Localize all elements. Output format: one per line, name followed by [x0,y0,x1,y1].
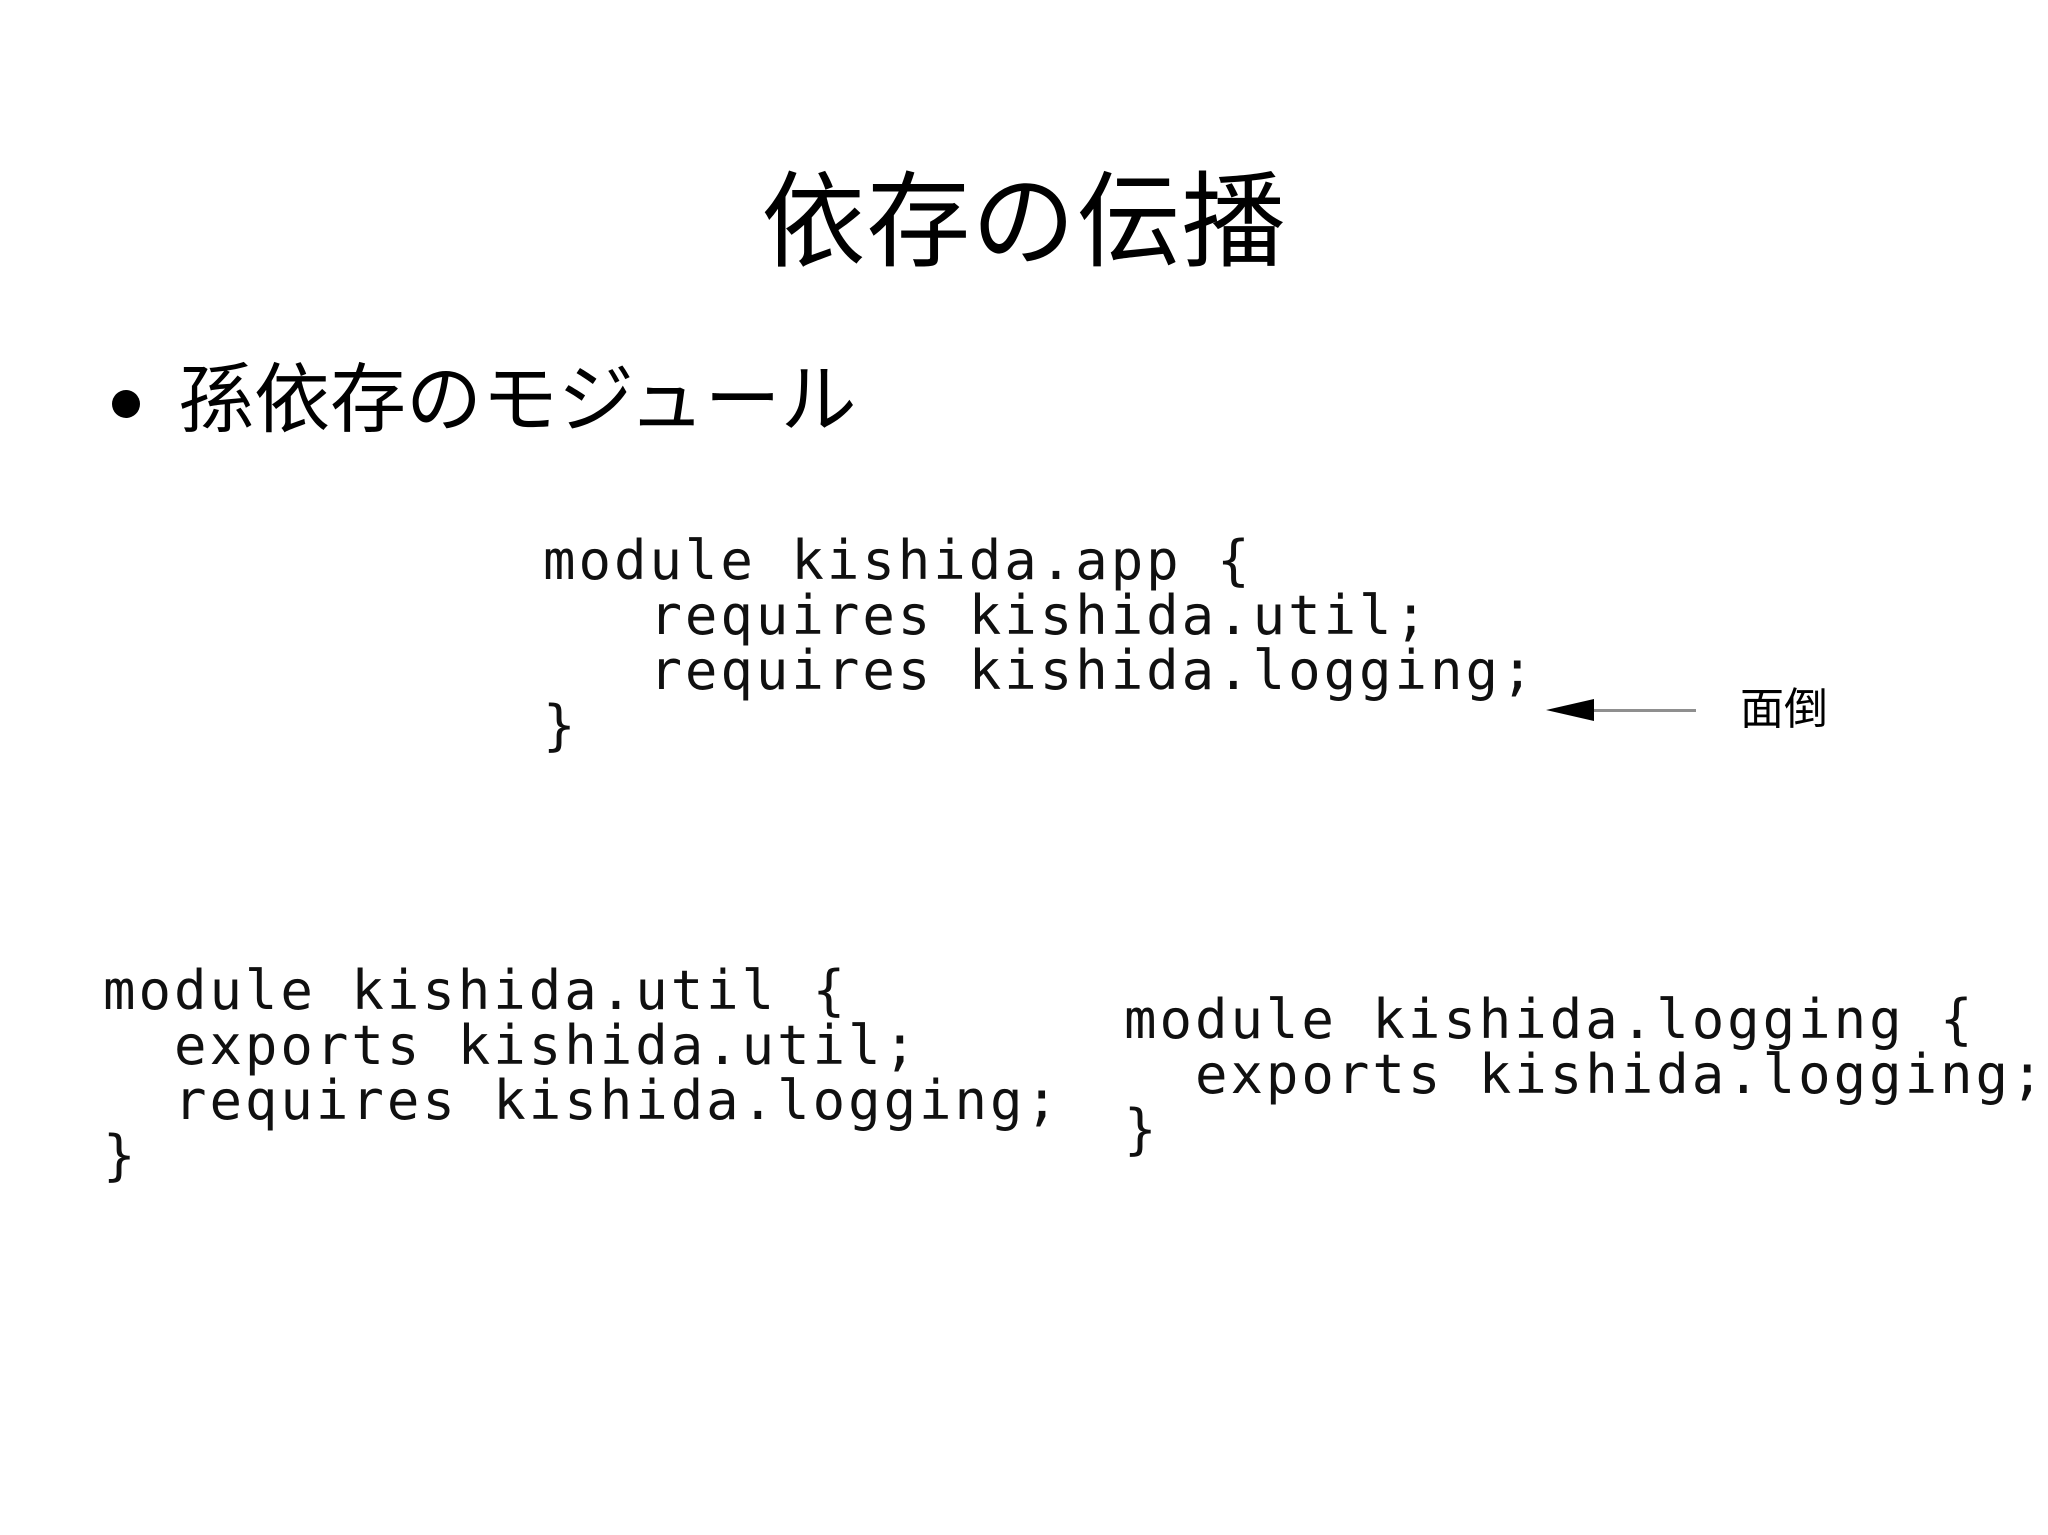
code-block-kishida-logging: module kishida.logging { exports kishida… [1124,988,2047,1162]
annotation-label: 面倒 [1740,684,1828,735]
code-block-kishida-app: module kishida.app { requires kishida.ut… [543,529,1537,758]
bullet-dot-icon [112,389,140,418]
bullet-item: 孫依存のモジュール [112,358,857,442]
arrow-left-icon [1546,698,1696,722]
code-block-kishida-util: module kishida.util { exports kishida.ut… [103,959,1061,1188]
bullet-item-label: 孫依存のモジュール [178,355,857,444]
arrow-shaft [1590,709,1696,712]
page-title: 依存の伝播 [761,160,1287,283]
arrow-head [1546,699,1594,721]
annotation-troublesome: 面倒 [1546,686,1828,734]
